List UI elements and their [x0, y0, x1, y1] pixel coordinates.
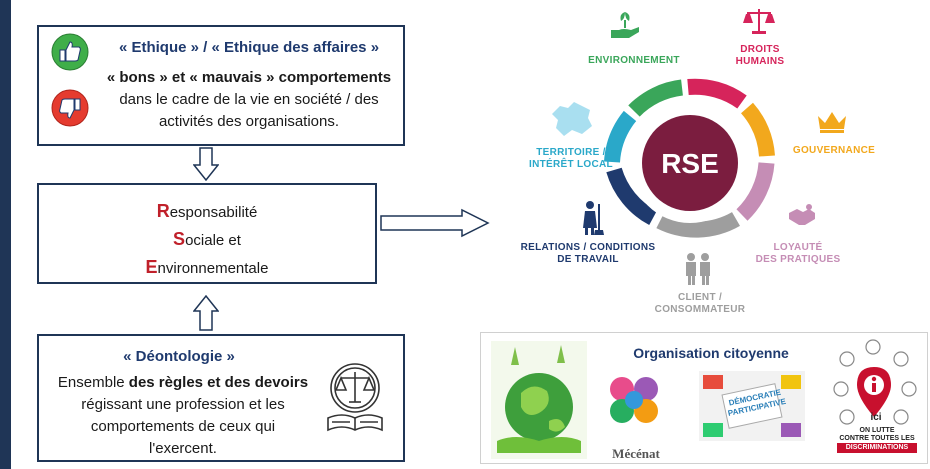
ethique-title: « Ethique » / « Ethique des affaires »	[118, 39, 380, 56]
deontologie-line-1: Ensemble des règles et des devoirs	[57, 374, 309, 391]
client-people-icon	[686, 253, 710, 285]
ethique-line-1: « bons » et « mauvais » comportements	[106, 69, 392, 86]
rse-wheel: RSE	[604, 78, 775, 238]
rse-center-label: RSE	[661, 148, 719, 179]
right-arrow-icon	[380, 208, 490, 238]
wheel-segment-loyaute	[736, 162, 775, 221]
wheel-segment-territoire	[604, 110, 637, 163]
green-earth-icon	[491, 341, 587, 459]
ethique-box: « Ethique » / « Ethique des affaires » «…	[37, 25, 405, 146]
wheel-segment-droits	[687, 78, 747, 109]
ethique-line-3: activités des organisations.	[158, 113, 340, 130]
deontologie-line-2: régissant une profession et les	[81, 396, 285, 413]
wheel-segment-gouvernance	[740, 102, 775, 157]
deontologie-title: « Déontologie »	[123, 348, 235, 365]
wheel-segment-client	[656, 211, 740, 238]
democratie-participative-image	[699, 371, 805, 441]
mecenat-hands-icon	[610, 377, 658, 423]
scales-of-justice-icon	[743, 9, 775, 34]
rse-line-sociale: Sociale et	[173, 229, 241, 249]
rse-line-responsabilite: Responsabilité	[156, 201, 258, 221]
deontologie-line-4: l'exercent.	[149, 440, 217, 457]
wheel-segment-environnement	[628, 79, 684, 117]
down-arrow-icon	[193, 147, 219, 181]
law-book-scales-icon	[327, 363, 383, 432]
rse-center-circle	[642, 115, 738, 211]
deontologie-line-3: comportements de ceux qui	[90, 418, 276, 435]
mecenat-label: Mécénat	[612, 446, 660, 461]
up-arrow-icon	[193, 295, 219, 331]
thumbs-up-icon	[51, 33, 89, 71]
handshake-icon	[789, 204, 815, 225]
label-environnement: ENVIRONNEMENT	[588, 55, 680, 66]
environment-hand-plant-icon	[611, 12, 639, 38]
organisation-title: Organisation citoyenne	[633, 345, 789, 361]
organisation-citoyenne-box: Organisation citoyenne Mécénat DÉMOCRATI…	[480, 332, 928, 464]
label-client: CLIENT /CONSOMMATEUR	[654, 292, 746, 315]
discrimination-label: ON LUTTE CONTRE TOUTES LES DISCRIMINATIO…	[837, 427, 917, 453]
ethique-line-2: dans le cadre de la vie en société / des	[119, 91, 379, 108]
rse-box: Responsabilité Sociale et Environnementa…	[37, 183, 377, 284]
cleaning-worker-icon	[583, 201, 604, 235]
left-accent-bar	[0, 0, 11, 469]
thumbs-down-icon	[51, 89, 89, 127]
label-territoire: TERRITOIRE /INTÉRÊT LOCAL	[529, 147, 613, 170]
wheel-segment-relations	[606, 167, 658, 226]
ici-label: ici	[870, 412, 882, 423]
territory-map-icon	[552, 102, 592, 136]
rse-line-environnementale: Environnementale	[145, 257, 269, 277]
crown-icon	[818, 112, 846, 133]
deontologie-box: « Déontologie » Ensemble des règles et d…	[37, 334, 405, 462]
label-gouvernance: GOUVERNANCE	[792, 145, 876, 156]
discrimination-info-icon	[833, 339, 917, 425]
